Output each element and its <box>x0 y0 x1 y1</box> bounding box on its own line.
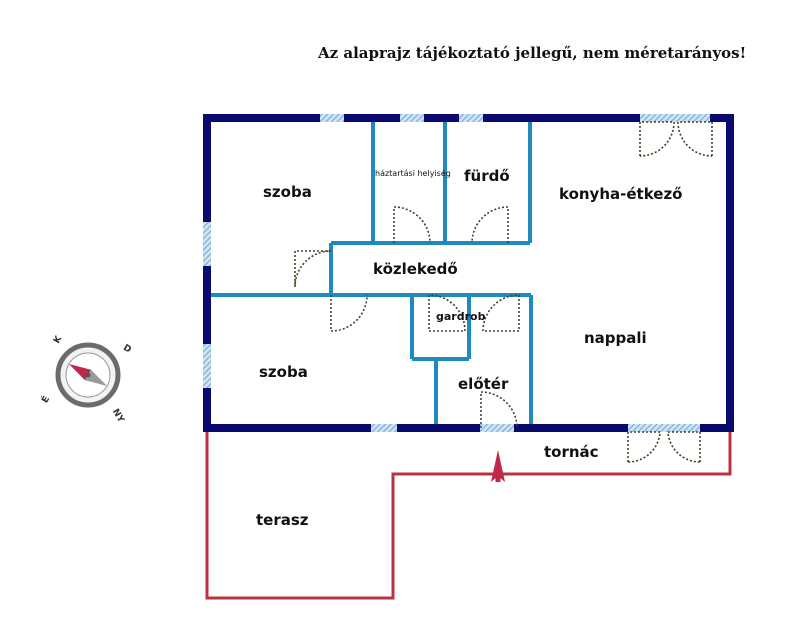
door-bathroom <box>471 206 509 244</box>
room-label-wardrobe: gardrob <box>436 310 486 323</box>
room-label-szoba-2: szoba <box>259 363 308 381</box>
disclaimer-note: Az alaprajz tájékoztató jellegű, nem mér… <box>318 44 747 62</box>
room-label-corridor: közlekedő <box>373 260 458 278</box>
compass-east-label: K <box>52 334 65 346</box>
room-label-living: nappali <box>584 329 647 347</box>
door-room2 <box>330 294 368 332</box>
room-label-terrace: terasz <box>256 511 309 529</box>
room-label-hall: előtér <box>458 375 509 393</box>
terrace-outline <box>205 428 732 600</box>
door-kitchen-balcony <box>639 121 713 157</box>
compass: K D NY É <box>39 334 133 425</box>
room-label-bathroom: fürdő <box>464 167 510 185</box>
inner-walls <box>207 118 533 428</box>
room-label-porch: tornác <box>544 443 599 461</box>
window <box>628 424 700 432</box>
window <box>480 424 514 432</box>
entrance-arrow <box>491 450 505 482</box>
compass-needle-south <box>85 369 108 386</box>
room-label-szoba-1: szoba <box>263 183 312 201</box>
compass-west-label: NY <box>110 407 126 425</box>
door-wardrobe-left <box>428 294 466 332</box>
window <box>640 114 710 122</box>
window <box>203 222 211 266</box>
compass-needle-north <box>68 364 91 381</box>
window <box>203 344 211 388</box>
room-label-utility: háztartási helyiség <box>375 168 451 178</box>
door-hall-entrance <box>480 391 518 429</box>
compass-north-label: É <box>39 394 52 405</box>
window <box>371 424 397 432</box>
door-room1 <box>294 250 332 288</box>
window <box>320 114 344 122</box>
door-wardrobe-right <box>482 294 520 332</box>
door-porch <box>627 431 701 463</box>
doors <box>294 121 713 463</box>
room-label-kitchen: konyha-étkező <box>559 185 683 203</box>
compass-south-label: D <box>121 343 132 355</box>
window <box>459 114 483 122</box>
window <box>400 114 424 122</box>
windows <box>203 114 710 432</box>
door-utility <box>393 206 431 244</box>
